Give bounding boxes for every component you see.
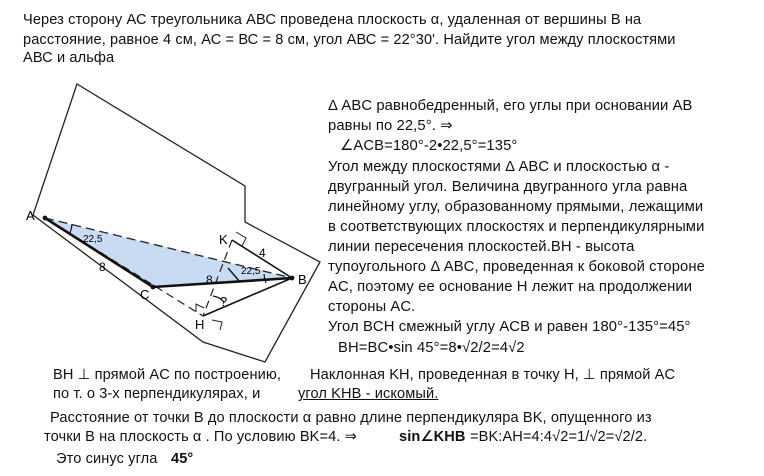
problem-line-2: расстояние, равное 4 см, АС = ВС = 8 см,…: [23, 32, 676, 48]
angle-a-label: 22,5: [83, 234, 103, 245]
segment-bh: [202, 277, 293, 317]
length-bk-label: 4: [259, 246, 266, 260]
solution-line-4: Угол между плоскостями Δ ABC и плоскость…: [328, 159, 670, 175]
unknown-angle-label: ?: [220, 294, 227, 309]
problem-line-1: Через сторону АС треугольника АВС провед…: [23, 12, 642, 28]
solution-line-7: в соответствующих плоскостях и перпендик…: [328, 219, 705, 235]
solution-line-11: стороны AC.: [328, 299, 416, 315]
angle-arc-b: [263, 273, 267, 284]
right-angle-h2: [211, 319, 223, 331]
conclusion-line-1b: Наклонная KH, проведенная в точку H, ⊥ п…: [310, 367, 676, 383]
label-h: H: [195, 317, 204, 332]
solution-line-10: AC, поэтому ее основание H лежит на прод…: [328, 279, 693, 295]
conclusion-line-2b: угол KHB - искомый.: [298, 386, 439, 402]
conclusion-line-4a: точки B на плоскость α . По условию BK=4…: [44, 429, 357, 445]
solution-line-13: BH=BC•sin 45°=8•√2/2=4√2: [338, 340, 525, 356]
right-angle-h: [195, 303, 205, 312]
segment-kh-solid: [227, 267, 241, 283]
plane-alpha: [32, 83, 321, 363]
vertex-c: [150, 284, 156, 290]
angle-arc-h: [212, 295, 225, 303]
side-ac: [44, 216, 154, 289]
length-ac-label: 8: [99, 260, 106, 274]
conclusion-line-5b: 45°: [171, 451, 194, 467]
label-b: B: [298, 272, 307, 287]
solution-line-2: равны по 22,5°. ⇒: [328, 118, 453, 134]
dashed-ab: [44, 217, 293, 279]
solution-line-8: линии пересечения плоскостей.BH - высота: [328, 239, 635, 255]
solution-line-9: тупоугольного Δ ABC, проведенная к боков…: [328, 259, 705, 275]
problem-line-3: АВС и альфа: [23, 50, 115, 66]
conclusion-line-4c: =BK:AH=4:4√2=1/√2=√2/2.: [470, 429, 648, 445]
dashed-kh: [202, 239, 233, 317]
right-angle-k: [235, 231, 247, 247]
conclusion-line-2a: по т. о 3-х перпендикулярах, и: [53, 386, 261, 402]
side-bc: [152, 276, 293, 289]
conclusion-line-1a: BH ⊥ прямой AC по построению,: [53, 367, 282, 383]
conclusion-line-4b: sin∠KHB: [399, 429, 466, 445]
solution-line-5: двугранный угол. Величина двугранного уг…: [328, 179, 688, 195]
vertex-b: [289, 275, 295, 281]
solution-line-6: линейному углу, образованному прямыми, л…: [328, 199, 704, 215]
solution-line-1: Δ ABC равнобедренный, его углы при основ…: [328, 98, 693, 114]
label-c: C: [140, 287, 149, 302]
label-k: K: [219, 232, 228, 247]
label-a: A: [26, 208, 35, 223]
conclusion-line-5a: Это синус угла: [56, 451, 158, 467]
segment-bk: [231, 239, 293, 279]
vertex-a: [42, 215, 48, 221]
solution-line-12: Угол BCH смежный углу ACB и равен 180°-1…: [328, 319, 691, 335]
angle-b-label: 22,5: [241, 266, 261, 277]
solution-line-3: ∠ACB=180°-2•22,5°=135°: [340, 138, 518, 154]
length-bc-label: 8: [206, 273, 213, 287]
angle-arc-a: [69, 223, 73, 234]
conclusion-line-3: Расстояние от точки B до плоскости α рав…: [50, 410, 652, 426]
